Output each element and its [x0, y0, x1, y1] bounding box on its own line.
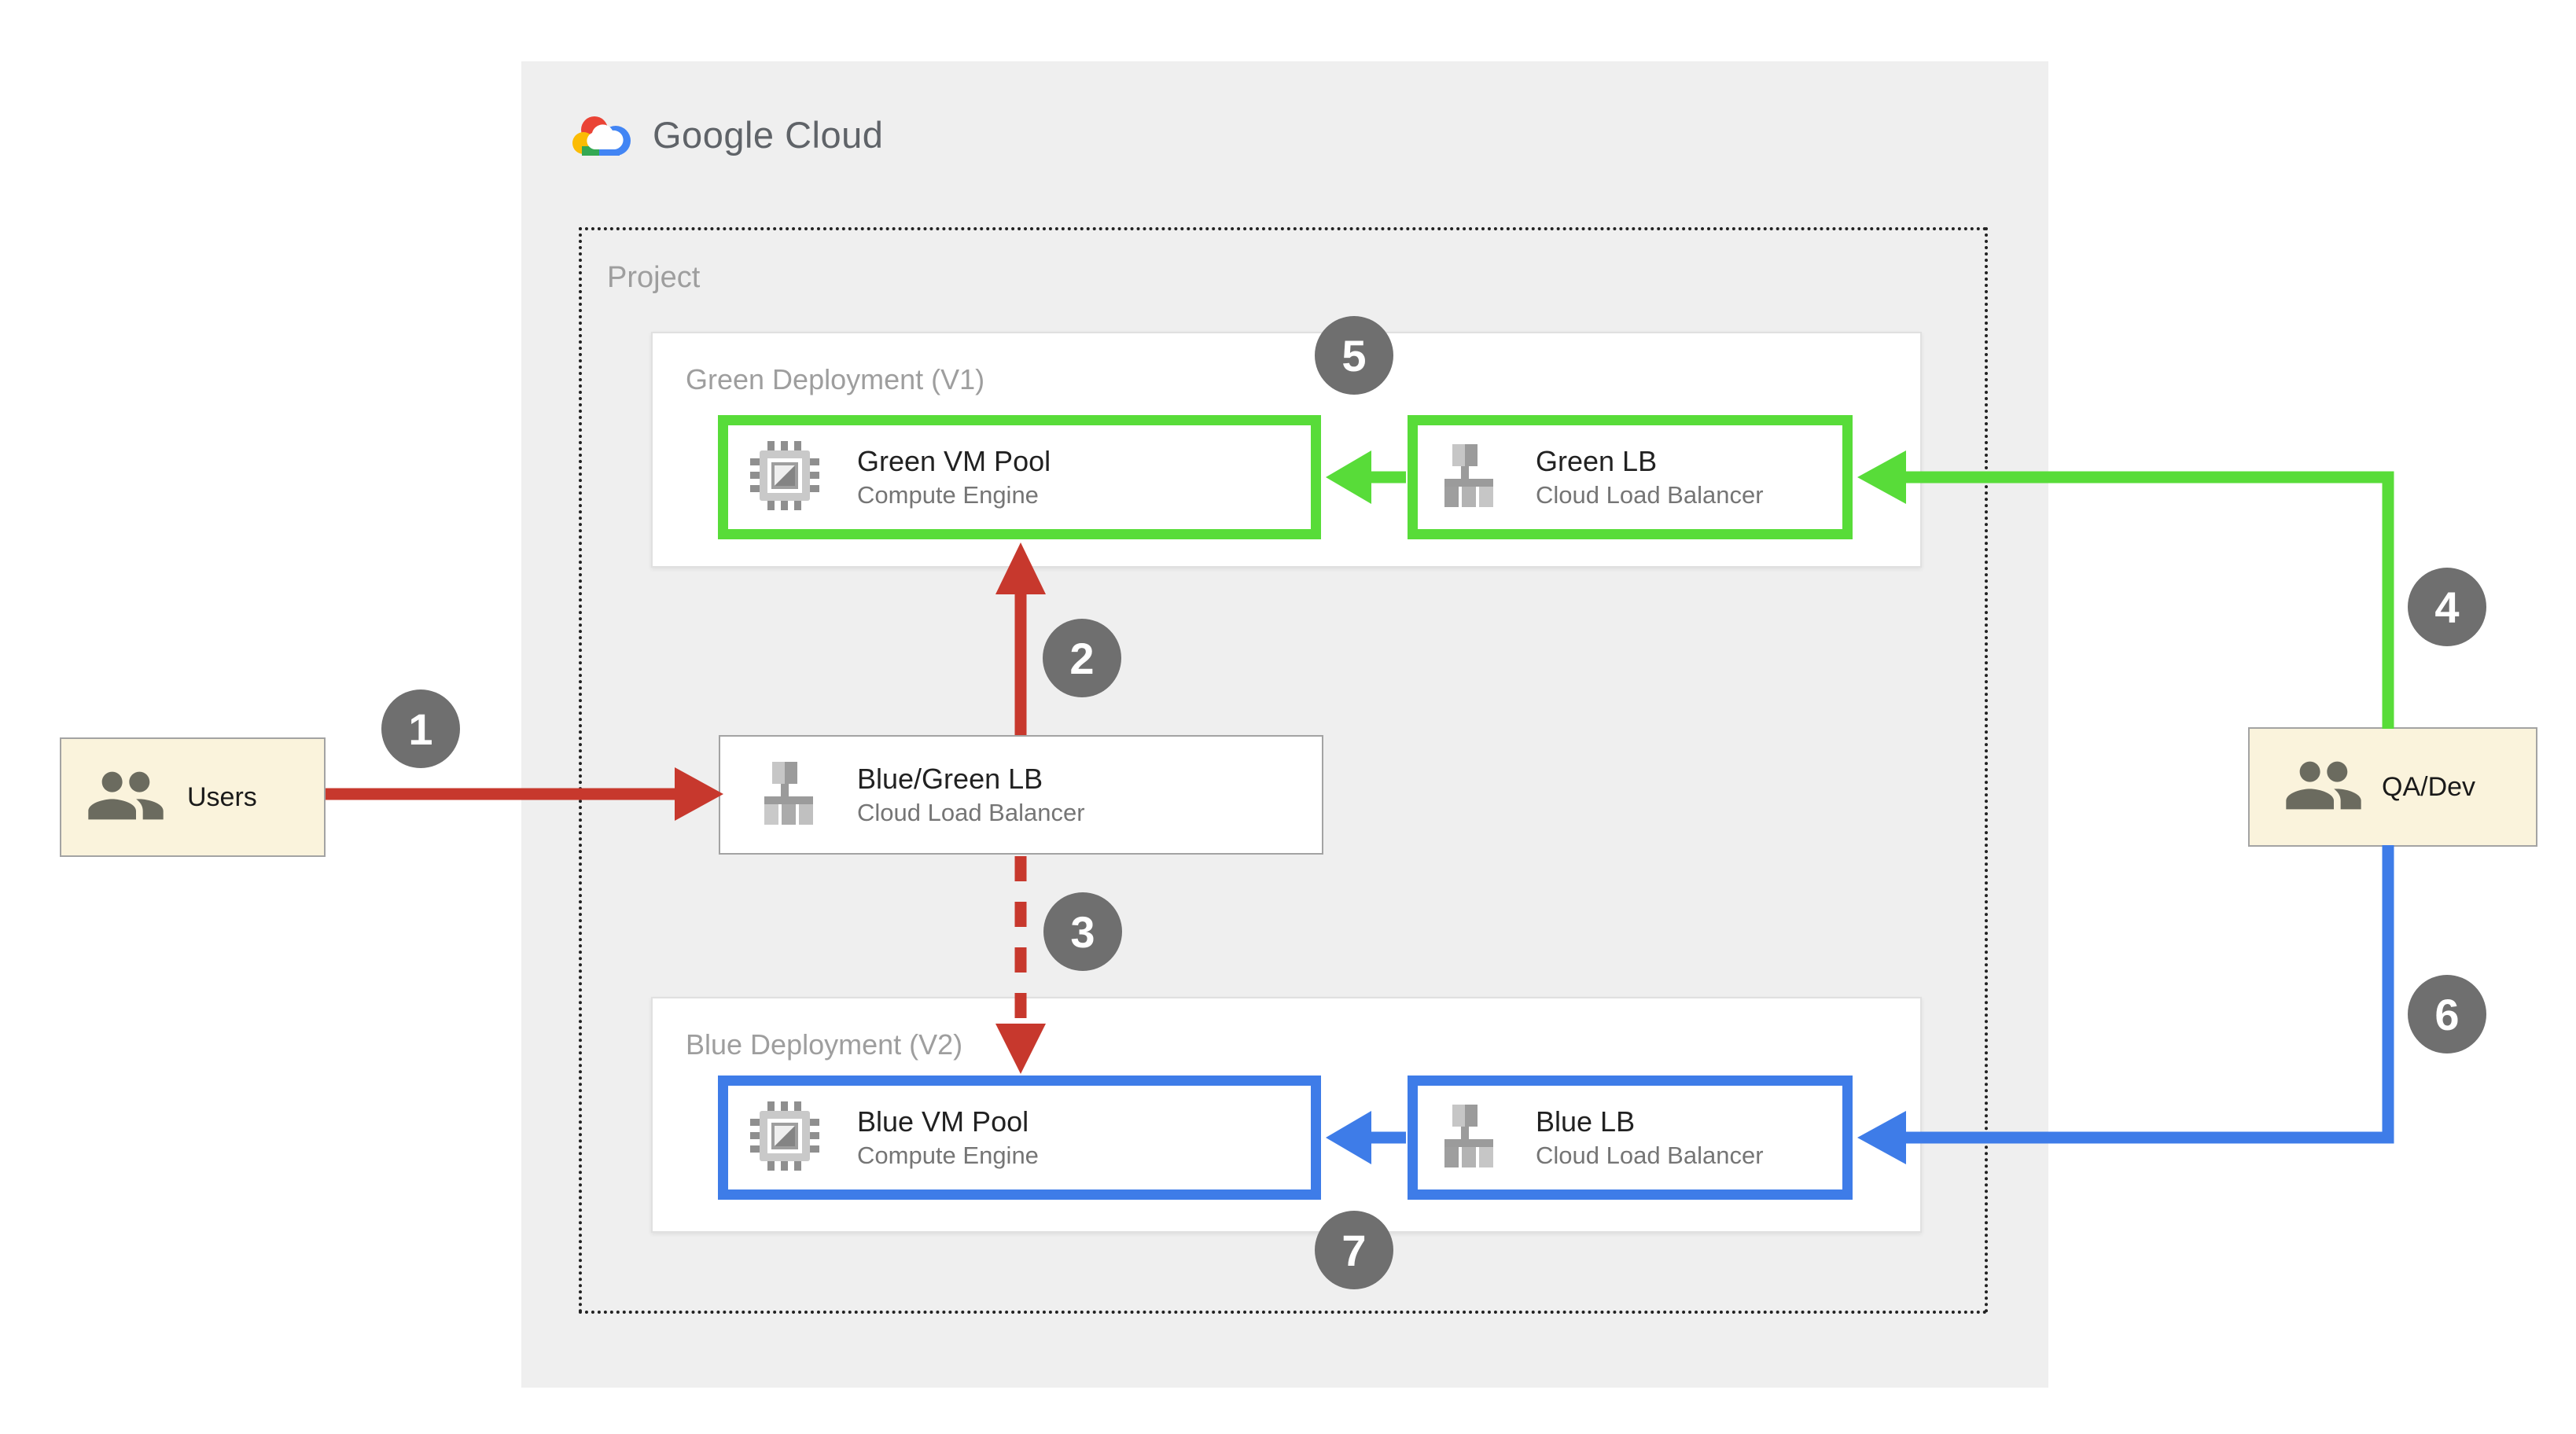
blue-vm-pool-title: Blue VM Pool	[857, 1105, 1029, 1138]
load-balancer-icon	[1438, 1101, 1507, 1175]
blue-green-lb-title: Blue/Green LB	[857, 763, 1043, 795]
blue-green-lb-subtitle: Cloud Load Balancer	[857, 799, 1085, 826]
compute-engine-icon	[750, 440, 819, 514]
project-label: Project	[607, 261, 701, 294]
project-boundary	[579, 227, 1988, 1314]
step-badge-5: 5	[1315, 316, 1393, 395]
qa-dev-label: QA/Dev	[2382, 771, 2476, 802]
green-lb-title: Green LB	[1536, 445, 1658, 477]
google-cloud-wordmark: Google Cloud	[653, 114, 884, 156]
step-badge-2: 2	[1043, 619, 1121, 697]
step-badge-4: 4	[2408, 568, 2486, 646]
step-badge-6: 6	[2408, 975, 2486, 1053]
green-lb-subtitle: Cloud Load Balancer	[1536, 481, 1764, 509]
blue-lb-title: Blue LB	[1536, 1105, 1636, 1138]
green-vm-pool-subtitle: Compute Engine	[857, 481, 1039, 509]
qa-dev-actor: QA/Dev	[2248, 727, 2537, 847]
step-badge-3: 3	[1043, 892, 1122, 971]
load-balancer-icon	[758, 759, 827, 832]
step-badge-7: 7	[1315, 1211, 1393, 1289]
users-label: Users	[187, 781, 257, 812]
step-badge-1: 1	[381, 689, 460, 768]
blue-vm-pool-subtitle: Compute Engine	[857, 1142, 1039, 1169]
green-vm-pool-node: Green VM Pool Compute Engine	[718, 415, 1321, 539]
blue-lb-node: Blue LB Cloud Load Balancer	[1408, 1076, 1853, 1200]
green-vm-pool-title: Green VM Pool	[857, 445, 1051, 477]
google-cloud-logo: Google Cloud	[571, 110, 883, 160]
green-deployment-label: Green Deployment (V1)	[686, 363, 985, 395]
blue-green-lb-node: Blue/Green LB Cloud Load Balancer	[719, 735, 1323, 855]
load-balancer-icon	[1438, 441, 1507, 514]
blue-vm-pool-node: Blue VM Pool Compute Engine	[718, 1076, 1321, 1200]
users-icon	[85, 770, 167, 825]
blue-deployment-label: Blue Deployment (V2)	[686, 1028, 963, 1061]
google-cloud-icon	[572, 116, 631, 156]
blue-lb-subtitle: Cloud Load Balancer	[1536, 1142, 1764, 1169]
users-actor: Users	[60, 737, 326, 857]
qa-dev-icon	[2283, 759, 2364, 815]
compute-engine-icon	[750, 1101, 819, 1175]
green-lb-node: Green LB Cloud Load Balancer	[1408, 415, 1853, 539]
